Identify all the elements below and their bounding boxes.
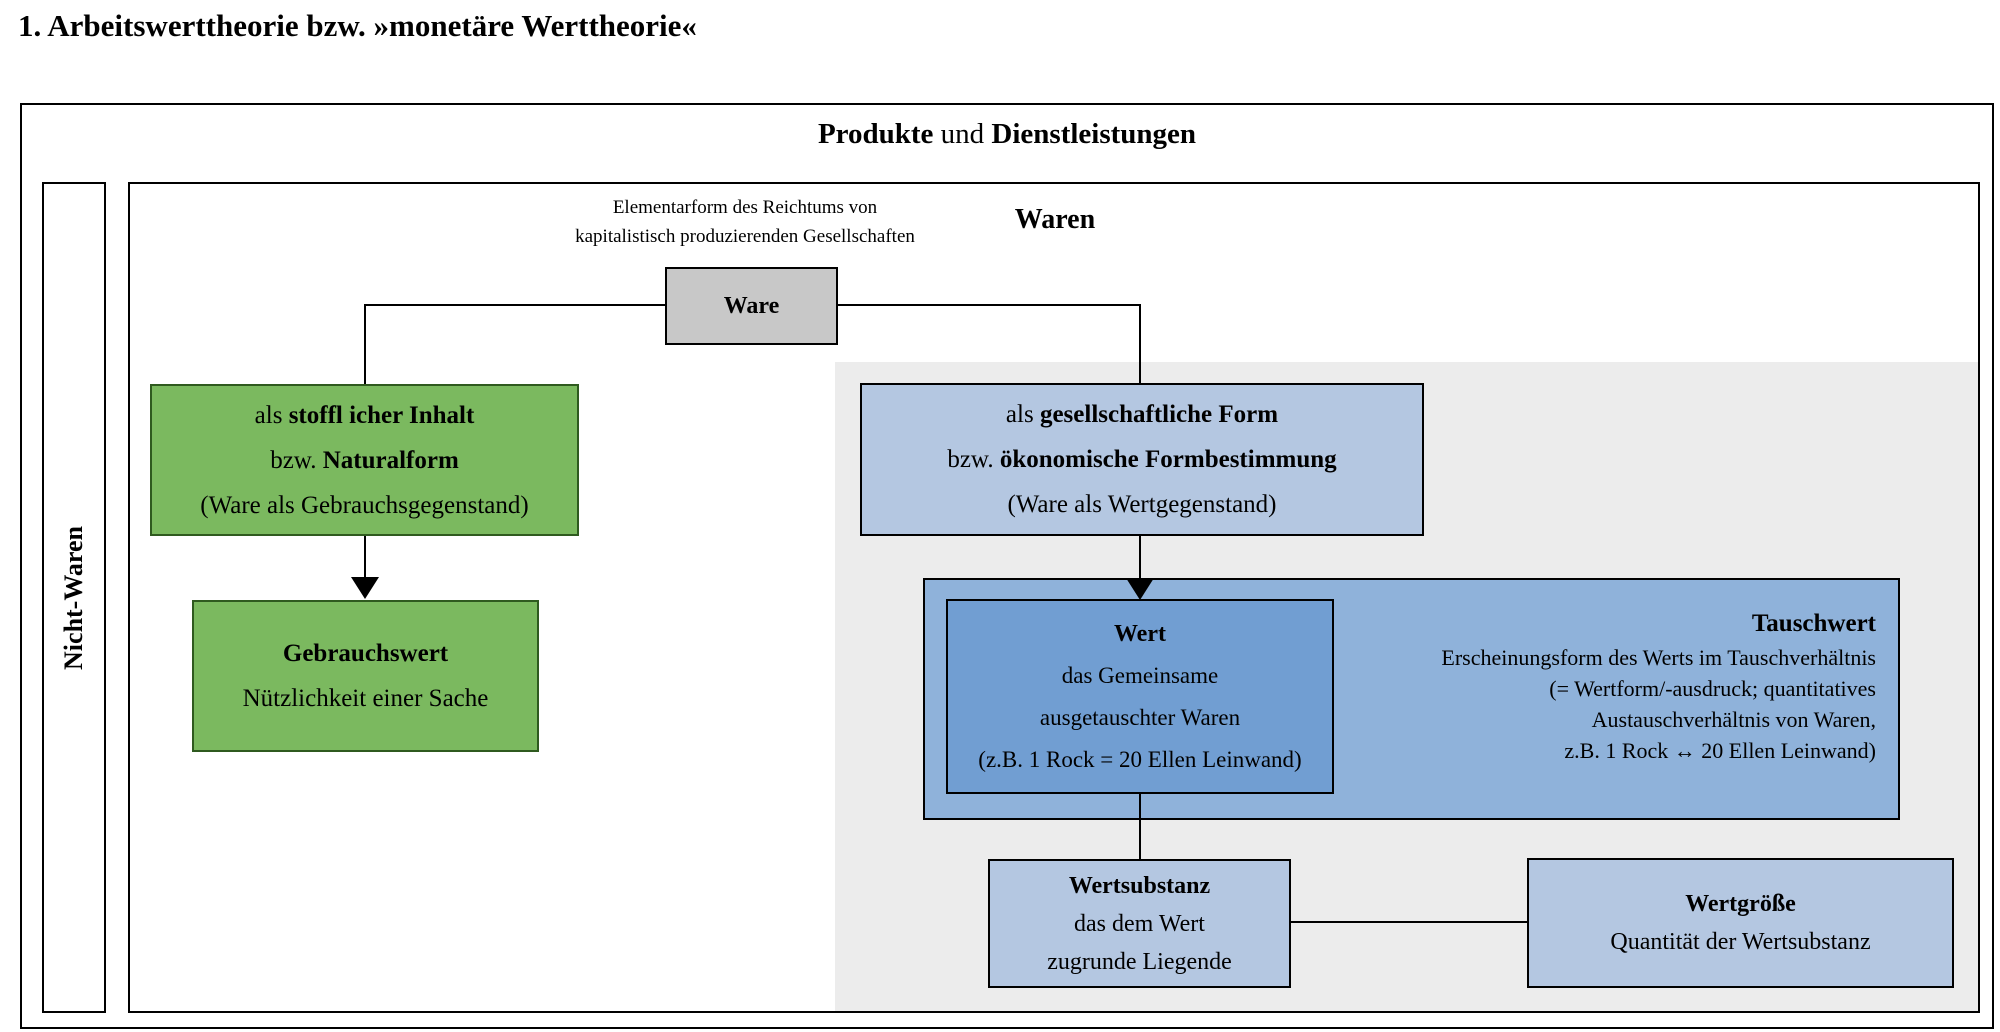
connector-ware-left-horizontal xyxy=(364,304,665,306)
node-wertsubstanz: Wertsubstanz das dem Wert zugrunde Liege… xyxy=(988,859,1291,988)
annotation-line-2: kapitalistisch produzierenden Gesellscha… xyxy=(575,226,915,247)
text-bold: stoffl icher Inhalt xyxy=(288,401,475,429)
frame-title-regular: und xyxy=(933,118,992,150)
waren-box xyxy=(128,182,1980,1013)
connector-ware-left-vertical xyxy=(364,304,366,385)
node-wert: Wert das Gemeinsame ausgetauschter Waren… xyxy=(946,599,1334,794)
node-wertsubstanz-title: Wertsubstanz xyxy=(1069,867,1210,905)
text-regular: bzw. xyxy=(947,446,1000,473)
connector-wertsubstanz-wertgroesse xyxy=(1291,921,1528,923)
node-stofflicher-inhalt-line-3: (Ware als Gebrauchsgegenstand) xyxy=(200,491,529,519)
node-tauschwert-title: Tauschwert xyxy=(1751,610,1876,637)
waren-label: Waren xyxy=(1014,204,1096,235)
connector-blue-vertical xyxy=(1139,535,1141,581)
elementarform-annotation: Elementarform des Reichtums von kapitali… xyxy=(445,193,1045,251)
produkte-dienstleistungen-frame xyxy=(20,103,1994,1029)
frame-title-bold-1: Produkte xyxy=(817,118,934,150)
node-gebrauchswert-line-2: Nützlichkeit einer Sache xyxy=(242,685,489,712)
text-bold: Naturalform xyxy=(322,446,459,474)
node-wertgroesse-line-2: Quantität der Wertsubstanz xyxy=(1610,929,1871,955)
node-gesellschaftliche-form: als gesellschaftliche Form bzw. ökonomis… xyxy=(860,383,1424,536)
node-ware: Ware xyxy=(665,267,838,345)
text-bold: Wert xyxy=(1114,620,1166,647)
text-bold: Wertgröße xyxy=(1685,891,1796,917)
page-title: 1. Arbeitswerttheorie bzw. »monetäre Wer… xyxy=(18,8,697,43)
annotation-line-1: Elementarform des Reichtums von xyxy=(612,197,878,218)
frame-title-bold-2: Dienstleistungen xyxy=(991,118,1197,150)
nicht-waren-label: Nicht-Waren xyxy=(59,525,89,670)
node-stofflicher-inhalt: als stoffl icher Inhalt bzw. Naturalform… xyxy=(150,384,579,536)
node-gebrauchswert-title: Gebrauchswert xyxy=(283,631,448,676)
text-regular: als xyxy=(254,401,289,429)
node-wertgroesse: Wertgröße Quantität der Wertsubstanz xyxy=(1527,858,1954,988)
node-tauschwert-line-5: z.B. 1 Rock ↔ 20 Ellen Leinwand) xyxy=(1564,738,1876,763)
node-wertgroesse-title: Wertgröße xyxy=(1685,885,1796,923)
connector-ware-right-vertical xyxy=(1139,304,1141,384)
node-ware-label: Ware xyxy=(723,292,780,319)
node-wertsubstanz-line-3: zugrunde Liegende xyxy=(1047,948,1232,975)
text-regular: bzw. xyxy=(270,446,323,474)
node-wert-line-3: ausgetauschter Waren xyxy=(1039,704,1241,730)
arrow-down-to-gebrauchswert xyxy=(351,577,379,599)
node-tauschwert-line-3: (= Wertform/-ausdruck; quantitatives xyxy=(1549,676,1876,701)
connector-ware-right-horizontal xyxy=(837,304,1141,306)
node-gesellschaftliche-form-line-1: als gesellschaftliche Form xyxy=(1006,392,1278,437)
node-stofflicher-inhalt-line-2: bzw. Naturalform xyxy=(270,438,459,483)
node-tauschwert-text: Tauschwert Erscheinungsform des Werts im… xyxy=(1360,606,1876,766)
arrow-down-to-wert xyxy=(1126,578,1154,600)
frame-title: Produkte und Dienstleistungen xyxy=(20,118,1994,151)
node-gesellschaftliche-form-line-2: bzw. ökonomische Formbestimmung xyxy=(947,437,1336,482)
nicht-waren-box: Nicht-Waren xyxy=(42,182,106,1013)
node-wertsubstanz-line-2: das dem Wert xyxy=(1074,910,1205,937)
connector-green-vertical xyxy=(364,535,366,579)
text-bold: Wertsubstanz xyxy=(1068,872,1211,899)
node-gesellschaftliche-form-line-3: (Ware als Wertgegenstand) xyxy=(1007,491,1277,518)
text-bold: ökonomische Formbestimmung xyxy=(999,446,1337,473)
node-wert-line-4: (z.B. 1 Rock = 20 Ellen Leinwand) xyxy=(978,746,1302,772)
node-tauschwert-line-4: Austauschverhältnis von Waren, xyxy=(1591,707,1876,732)
node-wert-title: Wert xyxy=(1114,613,1166,655)
node-tauschwert-line-2: Erscheinungsform des Werts im Tauschverh… xyxy=(1441,645,1876,670)
node-wert-line-2: das Gemeinsame xyxy=(1061,662,1219,688)
node-gebrauchswert: Gebrauchswert Nützlichkeit einer Sache xyxy=(192,600,539,752)
text-regular: als xyxy=(1005,401,1040,428)
text-bold: Gebrauchswert xyxy=(282,640,449,667)
connector-wert-wertsubstanz xyxy=(1139,794,1141,859)
node-stofflicher-inhalt-line-1: als stoffl icher Inhalt xyxy=(255,393,475,438)
text-bold: gesellschaftliche Form xyxy=(1039,401,1279,428)
